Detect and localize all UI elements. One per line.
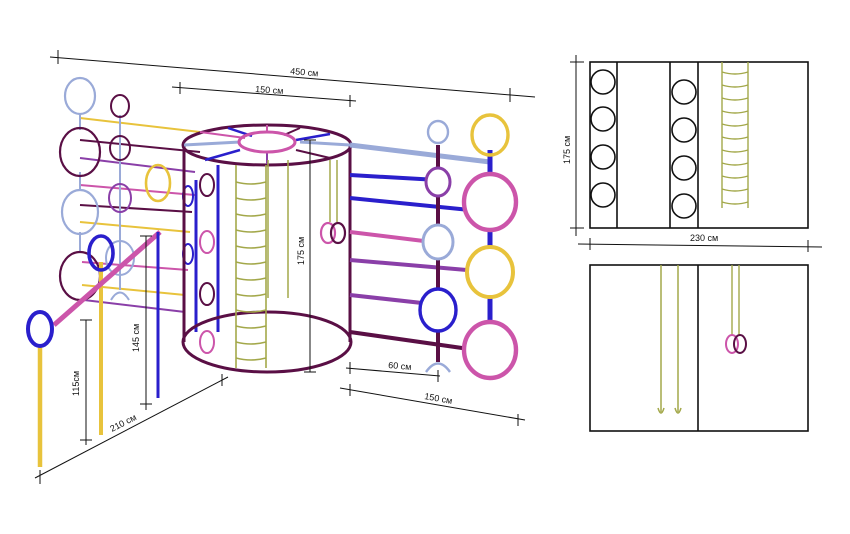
right-inner-ring-violet: [424, 166, 452, 198]
right-outer-ring-yellow: [465, 245, 515, 299]
left-ring-lightblue: [60, 188, 100, 236]
left-ring-blue: [87, 234, 115, 272]
right-inner-ring-lightblue: [421, 223, 455, 261]
side-view-ring: [671, 155, 697, 181]
front-view-ring-maroon: [733, 334, 747, 354]
left-ring-hook: [110, 291, 130, 301]
cylinder-frame: [181, 123, 353, 374]
side-view-ring: [590, 69, 616, 95]
right-ladder-wall: [349, 113, 519, 381]
side-view-ring: [590, 182, 616, 208]
left-ladder-wall: [26, 76, 220, 467]
left-outer-ring-blue: [26, 310, 54, 348]
left-rung: [79, 204, 193, 213]
right-inner-ring-lightblue: [426, 119, 450, 145]
cylinder-spoke: [295, 132, 331, 142]
label-height: 175 см: [296, 237, 306, 265]
left-rung: [79, 117, 201, 133]
side-view-frame: [589, 61, 809, 229]
dimension-lines: [34, 50, 536, 484]
cylinder-spoke: [204, 148, 241, 162]
gym-ring-maroon: [329, 221, 347, 245]
right-rung: [349, 173, 439, 182]
cylinder-spoke: [183, 140, 241, 147]
left-small-ring-violet: [108, 183, 132, 213]
cylinder-left-ring: [199, 330, 215, 354]
front-view-frame: [589, 264, 809, 432]
cylinder-spoke: [199, 131, 246, 139]
right-inner-ring-blue: [418, 287, 458, 333]
left-rung: [79, 221, 191, 233]
label-right-width: 150 см: [424, 391, 454, 406]
front-view-ring-magenta: [725, 334, 739, 354]
right-ring-hook: [425, 362, 451, 373]
label-side-width: 230 см: [690, 233, 718, 243]
right-top-rail: [349, 142, 491, 165]
front-view-rope-end: [657, 407, 665, 414]
right-outer-ring-magenta: [461, 319, 519, 381]
side-view-ring: [671, 193, 697, 219]
side-view-ring: [671, 117, 697, 143]
left-small-ring-maroon: [110, 94, 130, 118]
left-rung: [79, 139, 201, 153]
side-view-ring: [671, 79, 697, 105]
cylinder-left-ring: [199, 230, 215, 254]
label-cylinder-width: 150 см: [255, 84, 284, 96]
right-outer-ring-magenta: [461, 171, 519, 233]
gym-ring-magenta: [319, 221, 337, 245]
cylinder-hub: [237, 130, 297, 154]
label-ladder-spacing: 60 см: [388, 360, 412, 372]
label-total-width: 450 см: [290, 66, 319, 78]
cylinder-spoke: [295, 149, 331, 159]
cylinder-bottom-ellipse: [181, 310, 353, 374]
left-ring-lightblue: [63, 76, 97, 116]
side-view-ring: [590, 106, 616, 132]
left-rung: [79, 184, 196, 196]
rope-ladder: [235, 165, 267, 368]
left-magenta-bar: [52, 230, 162, 327]
label-side-height: 175 см: [562, 136, 572, 164]
right-outer-ring-yellow: [470, 113, 510, 157]
cylinder-left-ring: [199, 282, 215, 306]
left-ring-maroon: [58, 126, 102, 178]
cylinder-left-ring: [199, 173, 215, 197]
label-left-rail-height: 115см: [71, 371, 81, 396]
front-view-rope-end: [674, 407, 682, 414]
side-view-ring: [590, 144, 616, 170]
side-view-bottom: [589, 264, 809, 432]
left-small-ring-maroon: [109, 135, 131, 161]
cylinder-spoke: [299, 140, 351, 147]
side-view-top: [570, 55, 823, 252]
label-left-pole-height: 145 см: [131, 324, 141, 352]
side-view-rope-ladder: [721, 62, 749, 208]
left-ring-yellow: [144, 163, 172, 203]
label-depth: 210 см: [108, 412, 138, 434]
